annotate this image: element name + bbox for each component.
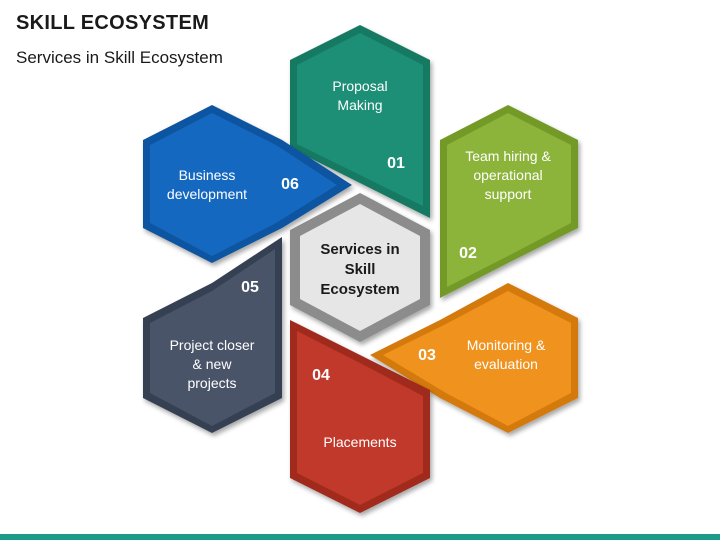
segment-06-label-2: development (167, 186, 247, 202)
svg-text:Team hiring &: Team hiring & (465, 148, 551, 164)
svg-text:Business: Business (179, 167, 236, 183)
page-title: SKILL ECOSYSTEM (16, 12, 210, 34)
segment-01: Proposal Making 01 (290, 25, 430, 218)
svg-text:projects: projects (187, 375, 236, 391)
svg-text:Ecosystem: Ecosystem (320, 281, 399, 298)
segment-05-label: Project closer (170, 337, 255, 353)
segment-04-label: Placements (323, 434, 396, 450)
center-hexagon: Services in Skill Ecosystem (290, 193, 430, 342)
segment-05: Project closer & new projects 05 (143, 237, 282, 433)
svg-text:support: support (485, 186, 532, 202)
segment-02-label-2: operational (473, 167, 542, 183)
center-label-3: Ecosystem (320, 281, 399, 298)
page-subtitle: Services in Skill Ecosystem (16, 48, 223, 67)
segment-04: Placements 04 (290, 320, 430, 513)
segment-02-number: 02 (459, 245, 477, 262)
svg-text:Services in: Services in (320, 241, 399, 258)
segment-03-label: Monitoring & (467, 337, 546, 353)
segment-05-label-2: & new (193, 356, 233, 372)
svg-text:Monitoring &: Monitoring & (467, 337, 546, 353)
svg-text:Skill: Skill (345, 261, 376, 278)
svg-text:Project closer: Project closer (170, 337, 255, 353)
center-label-2: Skill (345, 261, 376, 278)
segment-06: Business development 06 (143, 105, 352, 263)
bottom-accent-bar (0, 534, 720, 540)
segment-05-label-3: projects (187, 375, 236, 391)
svg-text:Making: Making (337, 97, 382, 113)
segment-02-label: Team hiring & (465, 148, 551, 164)
segment-03: Monitoring & evaluation 03 (370, 283, 578, 433)
segment-05-number: 05 (241, 279, 259, 296)
segment-02: Team hiring & operational support 02 (440, 105, 578, 298)
svg-text:Proposal: Proposal (332, 78, 387, 94)
center-label: Services in (320, 241, 399, 258)
svg-text:& new: & new (193, 356, 233, 372)
segment-02-label-3: support (485, 186, 532, 202)
segment-04-number: 04 (312, 367, 330, 384)
segment-06-label: Business (179, 167, 236, 183)
svg-text:operational: operational (473, 167, 542, 183)
segment-01-label-2: Making (337, 97, 382, 113)
segment-03-label-2: evaluation (474, 356, 538, 372)
segment-01-label: Proposal (332, 78, 387, 94)
svg-text:development: development (167, 186, 247, 202)
svg-text:Placements: Placements (323, 434, 396, 450)
svg-text:evaluation: evaluation (474, 356, 538, 372)
segment-03-number: 03 (418, 347, 436, 364)
segment-06-number: 06 (281, 176, 299, 193)
segment-01-number: 01 (387, 155, 405, 172)
